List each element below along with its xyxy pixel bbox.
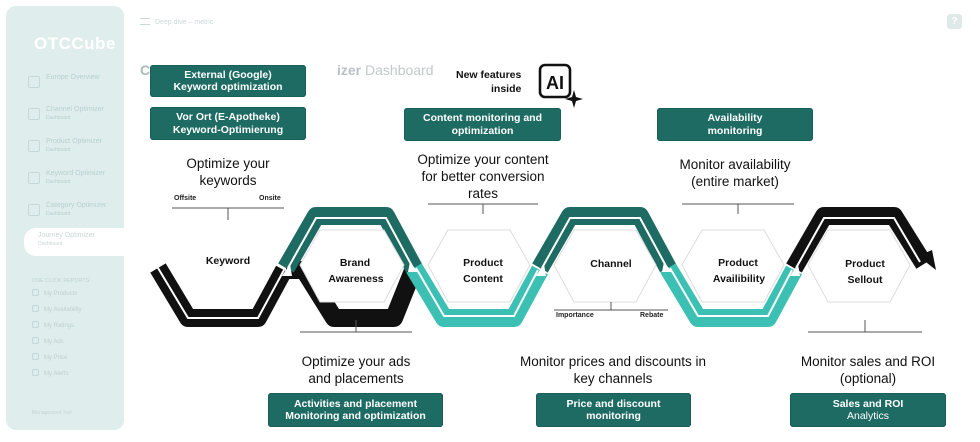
topbar-title: Deep dive – metric xyxy=(140,18,213,26)
stage-label-sellout-1: Product xyxy=(845,258,885,270)
keyword-external-box: External (Google)Keyword optimization xyxy=(150,65,306,97)
stage-hex-availability xyxy=(681,229,785,303)
availability-bracket xyxy=(682,203,794,214)
journey-band-0-line xyxy=(157,267,285,319)
stage-label-content-2: Content xyxy=(463,273,503,285)
box-icon xyxy=(32,289,39,296)
grid-icon xyxy=(28,140,40,152)
help-icon[interactable]: ? xyxy=(947,14,962,29)
journey-end-arrow-icon xyxy=(918,250,936,270)
keyword-bracket xyxy=(172,207,284,220)
sparkle-icon xyxy=(565,90,583,108)
sidebar-item-europe-overview[interactable]: Europe Overview xyxy=(20,70,130,98)
sidebar-footer: Management Tool xyxy=(32,410,72,416)
app-logo: OTCCube xyxy=(34,34,116,53)
sales-bracket xyxy=(808,320,922,333)
stage-hex-channel xyxy=(553,229,657,303)
journey-band-1-bottom xyxy=(286,261,423,327)
journey-valley-availability-line xyxy=(669,267,793,317)
quick-item-price[interactable]: My Price xyxy=(32,353,67,361)
quick-item-products[interactable]: My Products xyxy=(32,289,77,297)
quick-item-alerts[interactable]: My Alerts xyxy=(32,369,69,377)
offsite-label: Offsite xyxy=(174,195,197,202)
rebate-label: Rebate xyxy=(640,312,664,319)
journey-arc-channel-line xyxy=(541,217,667,269)
stage-hex-keyword xyxy=(176,230,276,300)
stage-hex-content xyxy=(427,229,531,303)
ads-bracket xyxy=(300,320,412,333)
journey-arc-sellout xyxy=(786,207,932,273)
transition-arrow-4-icon xyxy=(662,262,672,272)
ai-icon: AI xyxy=(538,63,583,108)
quick-item-ratings[interactable]: My Ratings xyxy=(32,321,74,329)
stage-label-channel: Channel xyxy=(590,258,632,270)
ai-icon-text: AI xyxy=(546,73,564,93)
stage-label-brand-2: Awareness xyxy=(328,273,383,285)
chat-icon xyxy=(28,172,40,184)
journey-valley-content xyxy=(406,263,548,327)
megaphone-icon xyxy=(32,337,39,344)
chart-icon xyxy=(28,76,40,88)
menu-icon[interactable] xyxy=(140,18,150,25)
layers-icon xyxy=(28,204,40,216)
price-bracket xyxy=(554,302,668,311)
stage-label-availability-2: Availibility xyxy=(713,273,765,285)
transition-arrow-5-icon xyxy=(790,264,800,276)
content-bracket xyxy=(428,203,538,214)
transition-arrow-1-icon xyxy=(282,264,292,276)
stage-label-availability-1: Product xyxy=(718,257,758,269)
tag-icon xyxy=(32,353,39,360)
stage-label-content-1: Product xyxy=(463,257,503,269)
home-icon xyxy=(28,108,40,120)
transition-arrow-2-icon xyxy=(408,262,418,272)
journey-arc-brand-line xyxy=(287,217,413,269)
quick-reports-title: ONE CLICK REPORTS xyxy=(32,278,90,284)
quick-item-ads[interactable]: My Ads xyxy=(32,337,64,345)
journey-arc-sellout-line xyxy=(795,217,921,269)
sidebar: OTCCube Europe Overview Channel Optimize… xyxy=(6,6,130,430)
star-icon xyxy=(32,321,39,328)
box-icon xyxy=(32,305,39,312)
stage-hex-brand xyxy=(299,229,405,303)
dashboard-title: C izer Dashboard xyxy=(140,62,434,78)
stage-hex-sellout xyxy=(807,229,911,303)
keyword-vorort-box: Vor Ort (E-Apotheke)Keyword-Optimierung xyxy=(150,107,306,140)
content-panel xyxy=(404,88,564,108)
journey-valley-content-line xyxy=(415,267,539,317)
sales-description: Monitor sales and ROI(optional) xyxy=(800,354,936,386)
bell-icon xyxy=(32,369,39,376)
stage-label-brand-1: Brand xyxy=(340,257,370,269)
quick-item-availability[interactable]: My Availability xyxy=(32,305,82,313)
importance-label: Importance xyxy=(556,312,594,319)
onsite-label: Onsite xyxy=(259,195,281,202)
availability-description: Monitor availability(entire market) xyxy=(679,157,791,189)
transition-arrow-3-icon xyxy=(536,264,546,276)
stage-label-keyword: Keyword xyxy=(206,255,250,267)
stage-label-sellout-2: Sellout xyxy=(847,274,883,286)
journey-valley-availability xyxy=(660,263,802,327)
